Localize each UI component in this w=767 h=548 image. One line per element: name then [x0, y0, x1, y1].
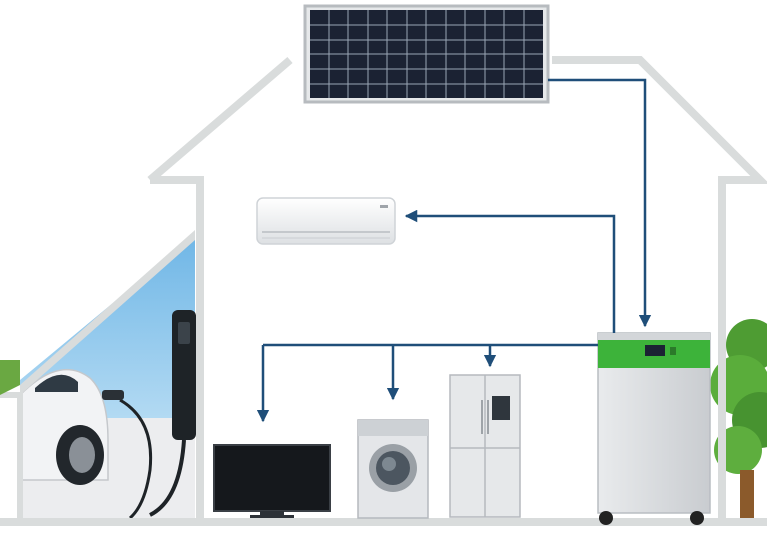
shed-outline	[0, 392, 23, 520]
air-conditioner-icon	[256, 197, 396, 245]
tree-left-icon	[0, 360, 20, 395]
arrow-solar-to-battery	[548, 78, 652, 328]
solar-panel-icon	[303, 4, 550, 104]
battery-storage-icon	[597, 332, 711, 525]
house-outline	[0, 56, 767, 526]
arrow-battery-to-ac	[404, 209, 616, 333]
washing-machine-icon	[357, 419, 429, 519]
car-icon	[19, 368, 109, 485]
refrigerator-icon	[449, 374, 521, 518]
garage-scene	[0, 235, 196, 520]
ev-charger-icon	[102, 310, 196, 520]
flow-arrows	[256, 78, 652, 423]
tv-icon	[213, 444, 331, 518]
